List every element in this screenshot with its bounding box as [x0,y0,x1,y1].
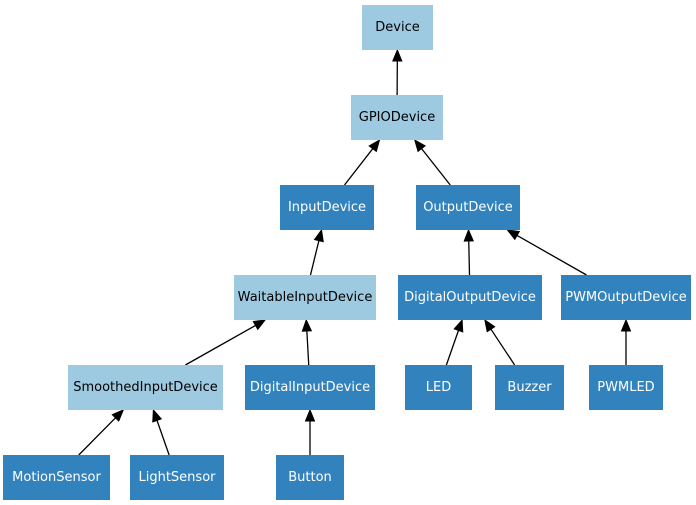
node-digital-output-device: DigitalOutputDevice [398,275,542,320]
arrowhead-input_device [313,228,324,243]
edge-digital_input_device-to-waitable_input_device [306,330,310,366]
edge-output_device-to-gpio_device [421,148,451,186]
node-light-sensor: LightSensor [130,455,224,500]
arrowhead-smoothed_input_device [152,408,163,423]
arrowhead-pwm_output_device [620,318,632,332]
edge-light_sensor-to-smoothed_input_device [156,420,170,456]
edge-led-to-digital_output_device [445,330,460,366]
arrowhead-waitable_input_device [301,318,313,332]
arrowhead-output_device [506,229,521,241]
edge-smoothed_input_device-to-waitable_input_device [185,324,256,366]
node-led: LED [405,365,472,410]
edge-buzzer-to-digital_output_device [490,328,516,366]
edge-pwm_output_device-to-output_device [516,234,587,276]
node-digital-input-device: DigitalInputDevice [245,365,375,410]
node-device: Device [362,5,433,50]
arrowhead-digital_output_device [484,318,496,333]
node-pwm-output-device: PWMOutputDevice [561,275,691,320]
edge-digital_output_device-to-output_device [468,240,471,276]
node-pwmled: PWMLED [589,365,663,410]
node-gpio-device: GPIODevice [351,95,443,140]
node-motion-sensor: MotionSensor [3,455,110,500]
arrowhead-gpio_device [368,138,381,153]
arrowhead-digital_output_device [453,318,464,333]
edge-waitable_input_device-to-input_device [309,240,320,276]
arrowhead-output_device [463,228,474,242]
node-button: Button [276,455,344,500]
arrowhead-device [392,48,403,62]
node-waitable-input-device: WaitableInputDevice [234,275,376,320]
arrowhead-smoothed_input_device [111,409,125,422]
node-input-device: InputDevice [280,185,374,230]
node-buzzer: Buzzer [495,365,564,410]
arrowhead-gpio_device [413,138,426,153]
arrowhead-waitable_input_device [252,319,267,331]
node-output-device: OutputDevice [416,185,520,230]
node-smoothed-input-device: SmoothedInputDevice [68,365,223,410]
arrowhead-digital_input_device [304,408,316,422]
edge-motion_sensor-to-smoothed_input_device [78,417,116,456]
edge-input_device-to-gpio_device [343,148,374,186]
